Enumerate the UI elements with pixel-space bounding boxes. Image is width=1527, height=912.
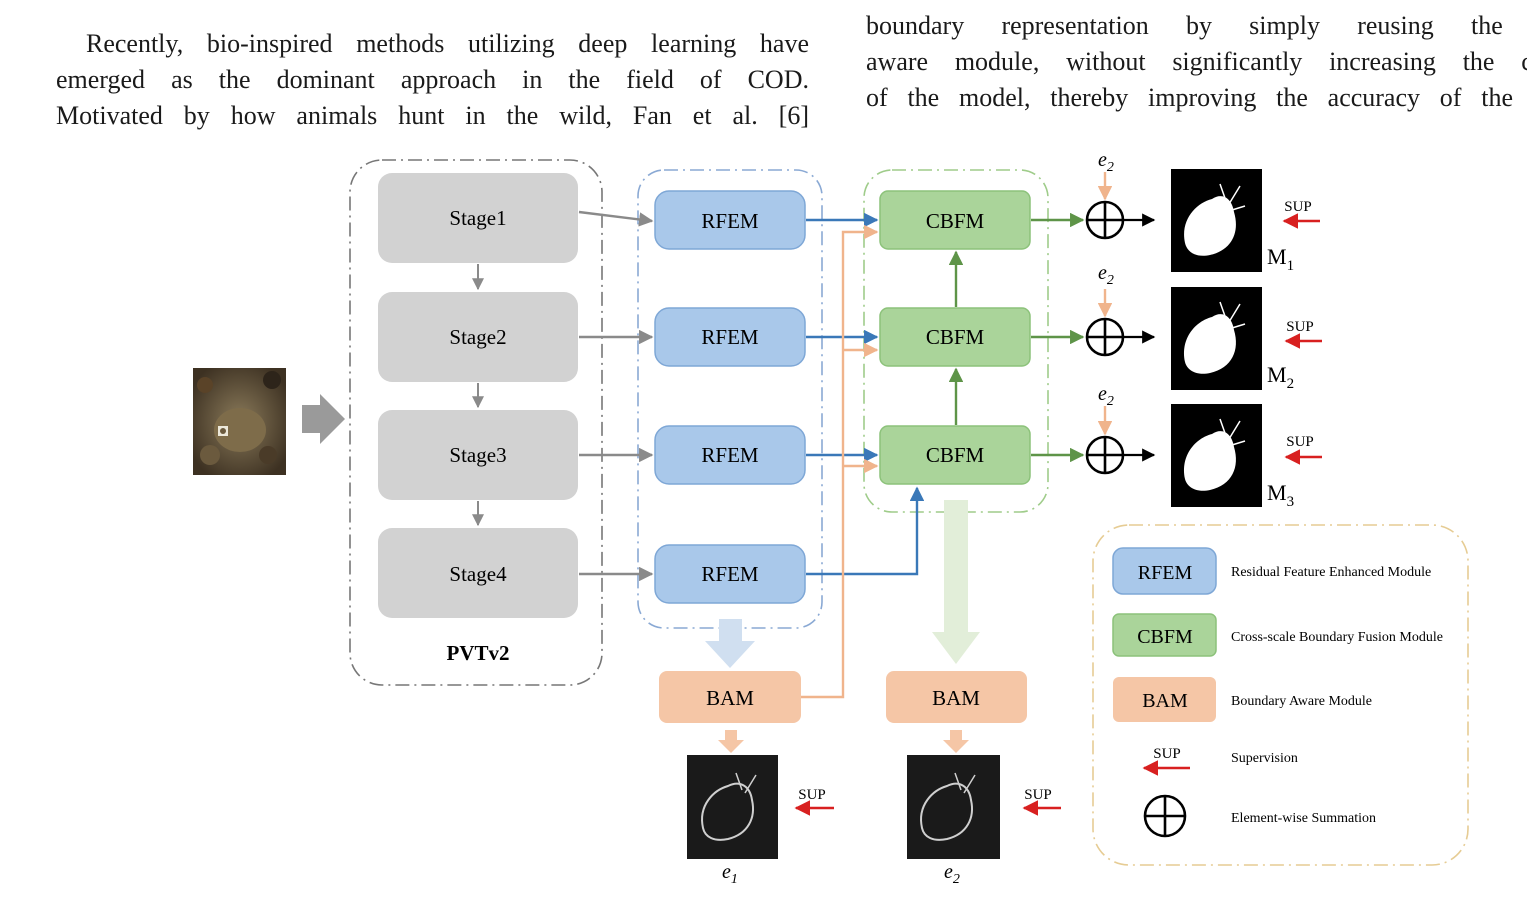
stage-2: Stage2 bbox=[378, 292, 578, 382]
left-line-2: emerged as the dominant approach in the … bbox=[56, 65, 809, 94]
edge-input-2-label: e2 bbox=[1098, 262, 1114, 288]
legend-item-rfem: RFEM Residual Feature Enhanced Module bbox=[1112, 547, 1431, 595]
bam-2-label: BAM bbox=[932, 686, 980, 710]
input-arrow bbox=[302, 394, 345, 444]
edge-input-2: e2 bbox=[1097, 262, 1114, 318]
right-line-1: boundary representation by simply reusin… bbox=[866, 11, 1527, 40]
input-image bbox=[193, 368, 286, 475]
sup-output-1-label: SUP bbox=[1284, 199, 1312, 215]
stage-2-label: Stage2 bbox=[449, 325, 506, 349]
sum-to-output-arrows bbox=[1124, 213, 1156, 462]
rfem-2: RFEM bbox=[654, 307, 806, 367]
sup-edge-1-label: SUP bbox=[798, 787, 826, 803]
rfem-1-label: RFEM bbox=[701, 209, 759, 233]
legend-item-cbfm: CBFM Cross-scale Boundary Fusion Module bbox=[1112, 613, 1443, 657]
legend-bam-desc: Boundary Aware Module bbox=[1231, 694, 1372, 709]
bam-1: BAM bbox=[659, 671, 801, 723]
bam-2: BAM bbox=[886, 671, 1027, 723]
right-line-3: of the model, thereby improving the accu… bbox=[866, 83, 1527, 112]
cbfm-1-label: CBFM bbox=[926, 209, 985, 233]
summation-3-icon bbox=[1085, 435, 1125, 475]
legend-cbfm-abbr: CBFM bbox=[1137, 626, 1193, 648]
sup-output-3-label: SUP bbox=[1286, 434, 1314, 450]
legend-rfem-abbr: RFEM bbox=[1138, 562, 1193, 584]
cbfm-to-sum-arrows bbox=[1031, 212, 1085, 463]
sup-edge-2-label: SUP bbox=[1024, 787, 1052, 803]
edge-input-3: e2 bbox=[1097, 383, 1114, 436]
sup-output-2: SUP bbox=[1284, 319, 1322, 349]
rfem-3: RFEM bbox=[654, 425, 806, 485]
edge-input-1: e2 bbox=[1097, 149, 1114, 201]
edge-map-1 bbox=[687, 755, 778, 859]
stage-3: Stage3 bbox=[378, 410, 578, 500]
right-paragraph: boundary representation by simply reusin… bbox=[866, 8, 1527, 116]
output-1-label: M1 bbox=[1267, 244, 1294, 274]
edge-output-2-label: e2 bbox=[944, 861, 960, 887]
legend-cbfm-desc: Cross-scale Boundary Fusion Module bbox=[1231, 630, 1443, 645]
cbfm-to-bam-arrow bbox=[932, 500, 980, 664]
sup-output-1: SUP bbox=[1282, 199, 1320, 229]
legend-item-sum: Element-wise Summation bbox=[1143, 794, 1376, 838]
backbone-label: PVTv2 bbox=[447, 641, 510, 665]
stage-to-rfem-arrows bbox=[578, 210, 654, 582]
left-paragraph: Recently, bio-inspired methods utilizing… bbox=[56, 26, 809, 134]
output-mask-1 bbox=[1171, 169, 1262, 272]
edge-map-2 bbox=[907, 755, 1000, 859]
stage-4-label: Stage4 bbox=[449, 562, 507, 586]
edge-input-3-label: e2 bbox=[1098, 383, 1114, 409]
right-line-2: aware module, without significantly incr… bbox=[866, 47, 1527, 76]
summation-icons bbox=[1085, 200, 1125, 475]
legend-rfem-desc: Residual Feature Enhanced Module bbox=[1231, 565, 1431, 580]
sup-edge-1: SUP bbox=[794, 787, 834, 816]
legend-sum-desc: Element-wise Summation bbox=[1231, 811, 1376, 826]
legend-bam-abbr: BAM bbox=[1142, 690, 1188, 712]
rfem-3-label: RFEM bbox=[701, 443, 759, 467]
stage-1: Stage1 bbox=[378, 173, 578, 263]
edge-input-1-label: e2 bbox=[1098, 149, 1114, 175]
rfem-2-label: RFEM bbox=[701, 325, 759, 349]
legend-sup-abbr: SUP bbox=[1153, 746, 1181, 762]
stage-3-label: Stage3 bbox=[449, 443, 506, 467]
output-mask-3 bbox=[1171, 404, 1262, 507]
stage-1-label: Stage1 bbox=[449, 206, 506, 230]
cbfm-3-label: CBFM bbox=[926, 443, 985, 467]
rfem-1: RFEM bbox=[654, 190, 806, 250]
stage-4: Stage4 bbox=[378, 528, 578, 618]
backbone-frame bbox=[349, 159, 603, 686]
output-3-label: M3 bbox=[1267, 480, 1294, 510]
cbfm-2: CBFM bbox=[879, 307, 1031, 367]
output-2-label: M2 bbox=[1267, 362, 1294, 392]
cbfm-2-label: CBFM bbox=[926, 325, 985, 349]
sup-edge-2: SUP bbox=[1022, 787, 1061, 816]
bam-1-down-arrow bbox=[718, 730, 744, 753]
sup-output-3: SUP bbox=[1284, 434, 1322, 465]
bam-2-down-arrow bbox=[943, 730, 969, 753]
summation-2-icon bbox=[1085, 317, 1125, 357]
bam-1-label: BAM bbox=[706, 686, 754, 710]
legend-item-sup: SUP Supervision bbox=[1142, 746, 1298, 776]
left-line-3: Motivated by how animals hunt in the wil… bbox=[56, 101, 809, 130]
legend-item-bam: BAM Boundary Aware Module bbox=[1113, 677, 1372, 722]
left-line-1: Recently, bio-inspired methods utilizing… bbox=[86, 29, 809, 58]
cbfm-3: CBFM bbox=[879, 425, 1031, 485]
legend-sum-icon bbox=[1143, 794, 1187, 838]
rfem-to-bam-arrow bbox=[705, 619, 755, 668]
legend-sup-desc: Supervision bbox=[1231, 751, 1298, 766]
legend-frame bbox=[1092, 524, 1469, 866]
rfem-4-label: RFEM bbox=[701, 562, 759, 586]
output-mask-2 bbox=[1171, 287, 1262, 390]
summation-1-icon bbox=[1085, 200, 1125, 240]
bam-to-cbfm-arrows bbox=[801, 224, 879, 699]
edge-output-1-label: e1 bbox=[722, 861, 738, 887]
cbfm-1: CBFM bbox=[879, 190, 1031, 250]
rfem-4: RFEM bbox=[654, 544, 806, 604]
sup-output-2-label: SUP bbox=[1286, 319, 1314, 335]
